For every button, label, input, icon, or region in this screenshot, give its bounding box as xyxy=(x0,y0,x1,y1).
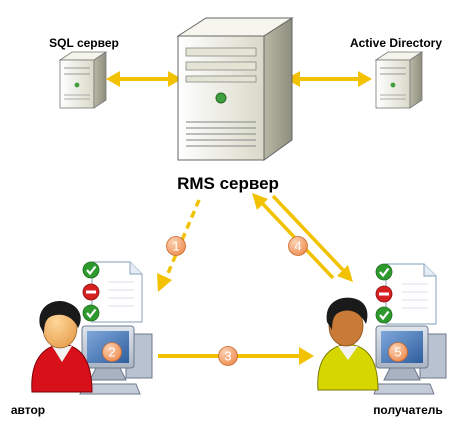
arrow-sql-rms xyxy=(106,71,182,87)
step-badge-4: 4 xyxy=(288,236,308,256)
rms-server-icon xyxy=(176,17,294,161)
step-badge-2: 2 xyxy=(102,342,122,362)
green-check-icon xyxy=(375,306,393,324)
step-badge-3: 3 xyxy=(218,346,238,366)
rms-server-label: RMS сервер xyxy=(177,174,279,193)
step-badge-5: 5 xyxy=(388,342,408,362)
active-directory-label: Active Directory xyxy=(350,36,442,50)
sql-server-label: SQL сервер xyxy=(49,36,119,50)
green-check-icon xyxy=(375,263,393,281)
red-minus-icon xyxy=(375,285,393,303)
red-minus-icon xyxy=(82,283,100,301)
recipient-document-icon xyxy=(385,263,437,325)
author-label: автор xyxy=(11,403,45,417)
step-number: 5 xyxy=(394,345,401,360)
green-check-icon xyxy=(82,261,100,279)
green-check-icon xyxy=(82,304,100,322)
step-badge-1: 1 xyxy=(166,236,186,256)
step-number: 2 xyxy=(108,345,115,360)
arrow-rms-ad xyxy=(286,71,372,87)
recipient-computer-icon xyxy=(373,325,447,395)
step-number: 1 xyxy=(172,239,179,254)
author-document-icon xyxy=(91,261,143,323)
step-number: 3 xyxy=(224,349,231,364)
recipient-person-icon xyxy=(317,297,379,391)
step-number: 4 xyxy=(294,239,301,254)
sql-server-icon xyxy=(58,51,108,109)
active-directory-server-icon xyxy=(374,51,424,109)
recipient-label: получатель xyxy=(373,403,443,417)
author-person-icon xyxy=(31,301,93,393)
